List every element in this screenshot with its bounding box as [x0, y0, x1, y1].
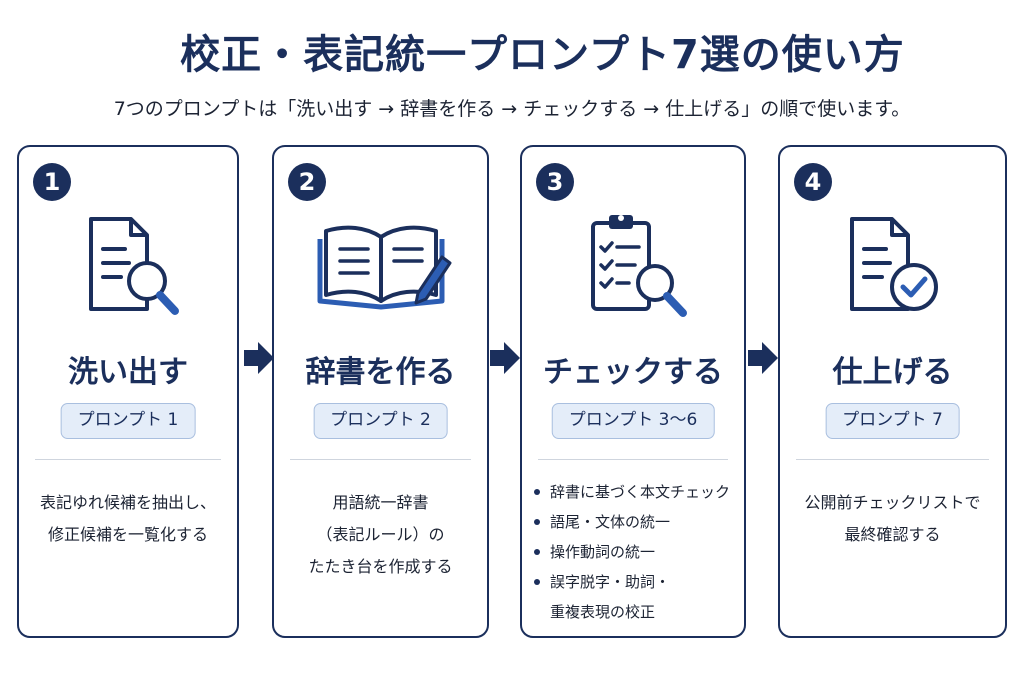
arrow-right-icon: [490, 342, 520, 374]
step-number-badge: 4: [794, 163, 832, 201]
description-line: 用語統一辞書: [332, 493, 429, 512]
document-check-icon: [780, 209, 1005, 329]
divider: [796, 459, 989, 460]
check-item: 操作動詞の統一: [534, 537, 730, 567]
check-item-list: 辞書に基づく本文チェック 語尾・文体の統一 操作動詞の統一 誤字脱字・助詞・重複…: [534, 477, 730, 627]
step-title: 洗い出す: [68, 355, 188, 390]
document-magnifier-icon: [19, 209, 237, 329]
description-line: 表記ゆれ候補を抽出し、: [39, 493, 216, 512]
step-description: 公開前チェックリストで 最終確認する: [780, 487, 1005, 551]
page-title: 校正・表記統一プロンプト7選の使い方: [180, 32, 905, 78]
prompt-label: プロンプト 2: [313, 403, 448, 439]
description-line: 最終確認する: [844, 525, 941, 544]
step-card-1: 1 洗い出す プロンプト 1 表記ゆれ候補を抽出し、 修正候補を一覧化する: [17, 145, 239, 638]
bullet-icon: [534, 489, 540, 495]
step-title: チェックする: [543, 355, 723, 390]
step-card-4: 4 仕上げる プロンプト 7 公開前チェックリストで 最終確認する: [778, 145, 1007, 638]
checklist-magnifier-icon: [522, 209, 744, 329]
arrow-right-icon: [748, 342, 778, 374]
description-line: （表記ルール）の: [316, 525, 445, 544]
divider: [538, 459, 728, 460]
page-subtitle: 7つのプロンプトは「洗い出す → 辞書を作る → チェックする → 仕上げる」の…: [113, 98, 911, 120]
prompt-label: プロンプト 7: [825, 403, 960, 439]
step-title: 仕上げる: [832, 355, 953, 390]
bullet-icon: [534, 519, 540, 525]
check-item: 辞書に基づく本文チェック: [534, 477, 730, 507]
step-description: 用語統一辞書 （表記ルール）の たたき台を作成する: [274, 487, 487, 583]
check-item: 誤字脱字・助詞・重複表現の校正: [534, 567, 730, 627]
bullet-icon: [534, 579, 540, 585]
check-item-text: 操作動詞の統一: [550, 543, 656, 561]
prompt-label: プロンプト 3〜6: [551, 403, 715, 439]
divider: [290, 459, 471, 460]
check-item: 語尾・文体の統一: [534, 507, 730, 537]
description-line: たたき台を作成する: [308, 557, 453, 576]
open-book-pencil-icon: [274, 209, 487, 329]
step-card-3: 3 チェックする プロンプト 3〜6 辞書に基づく本文チェック 語尾・文体の統一…: [520, 145, 746, 638]
check-item-text: 辞書に基づく本文チェック: [550, 483, 731, 501]
step-number-badge: 1: [33, 163, 71, 201]
step-number-badge: 3: [536, 163, 574, 201]
description-line: 修正候補を一覧化する: [47, 525, 208, 544]
check-item-text: 重複表現の校正: [550, 603, 656, 621]
check-item-text: 語尾・文体の統一: [550, 513, 671, 531]
divider: [35, 459, 221, 460]
step-description: 表記ゆれ候補を抽出し、 修正候補を一覧化する: [19, 487, 237, 551]
step-card-2: 2 辞書を作る プロンプト 2 用語統一辞書 （表記ルール）の たたき台を作成す…: [272, 145, 489, 638]
check-item-text: 誤字脱字・助詞・: [550, 573, 671, 591]
bullet-icon: [534, 549, 540, 555]
arrow-right-icon: [244, 342, 274, 374]
description-line: 公開前チェックリストで: [804, 493, 981, 512]
prompt-label: プロンプト 1: [60, 403, 196, 439]
step-title: 辞書を作る: [305, 355, 456, 390]
step-number-badge: 2: [288, 163, 326, 201]
